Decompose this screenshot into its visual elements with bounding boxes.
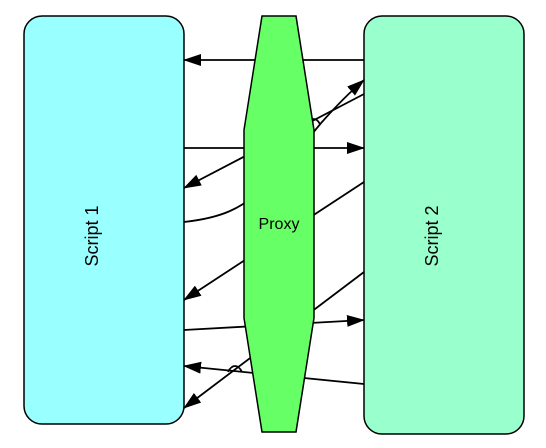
proxy-node — [243, 15, 315, 433]
arrow-hop-lower — [227, 365, 243, 373]
script-2-label: Script 2 — [422, 205, 442, 266]
script-1-box — [23, 15, 185, 425]
script-1-label: Script 1 — [82, 205, 102, 266]
proxy-label: Proxy — [259, 216, 300, 233]
script-2-box — [363, 15, 525, 435]
